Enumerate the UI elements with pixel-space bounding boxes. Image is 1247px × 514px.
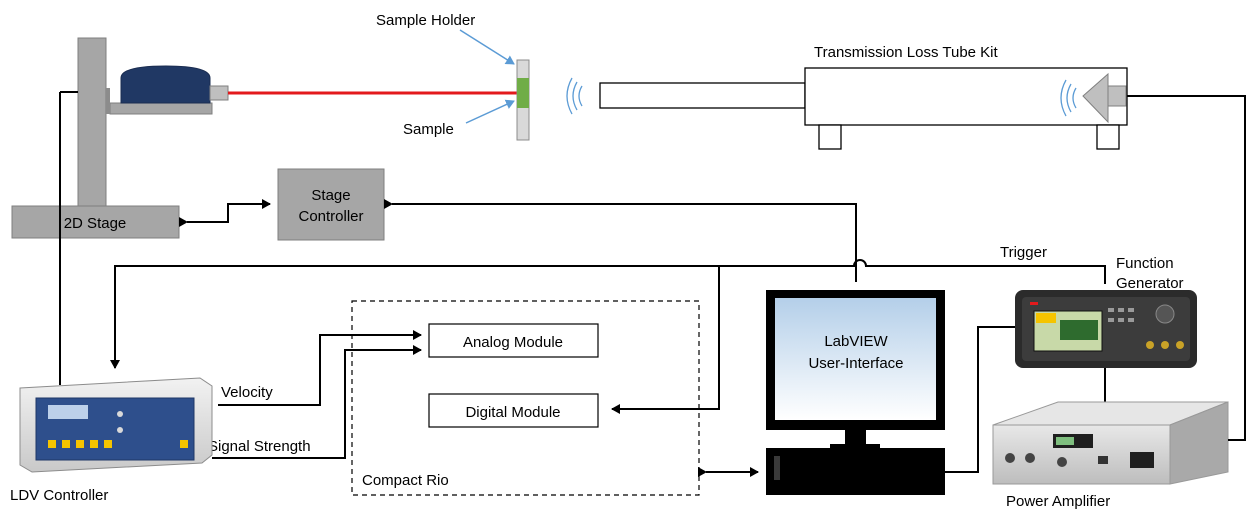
monitor <box>766 290 945 448</box>
function-gen-label-2: Generator <box>1116 275 1184 292</box>
labview-label-2: User-Interface <box>808 355 903 372</box>
link-digital-module <box>611 266 720 414</box>
signal-strength-label: Signal Strength <box>208 438 311 455</box>
compact-rio-label: Compact Rio <box>362 472 449 489</box>
sample <box>517 78 529 108</box>
link-computer-fgen <box>945 326 1016 473</box>
function-generator-device <box>1015 290 1197 368</box>
sample-label: Sample <box>403 121 454 138</box>
ldv-controller-label: LDV Controller <box>10 487 108 504</box>
digital-module-label: Digital Module <box>465 404 560 421</box>
velocity-line <box>218 330 422 406</box>
trigger-label: Trigger <box>1000 244 1047 261</box>
transmission-loss-tube <box>599 67 1128 150</box>
tube-kit-label: Transmission Loss Tube Kit <box>814 44 999 61</box>
velocity-label: Velocity <box>221 384 273 401</box>
function-gen-label-1: Function <box>1116 255 1174 272</box>
ldv-controller-device <box>19 377 213 473</box>
stage-2d-box <box>11 205 180 239</box>
signal-strength-line <box>212 345 422 459</box>
sound-waves-icon <box>1060 79 1077 117</box>
link-amp-speaker <box>1127 95 1246 441</box>
analog-module-box <box>428 323 599 358</box>
stage-2d-label: 2D Stage <box>64 215 127 232</box>
callout-sample-holder <box>459 29 515 65</box>
compact-rio-box <box>351 300 700 496</box>
power-amplifier-label: Power Amplifier <box>1006 493 1110 510</box>
sample-holder <box>516 59 530 141</box>
trigger-line <box>110 259 1106 369</box>
callout-sample <box>465 99 515 124</box>
digital-module-box <box>428 393 599 428</box>
sample-holder-label: Sample Holder <box>376 12 475 29</box>
computer-tower <box>766 448 945 495</box>
sound-waves-icon <box>566 77 583 115</box>
stage-controller-box <box>277 168 385 241</box>
link-stage-controller <box>179 199 271 227</box>
power-amplifier-device <box>992 401 1229 485</box>
ldv-stand <box>77 37 213 207</box>
analog-module-label: Analog Module <box>463 334 563 351</box>
stage-controller-label-1: Stage <box>311 187 350 204</box>
ldv-head <box>120 65 229 104</box>
link-controller-labview <box>384 199 857 282</box>
labview-label-1: LabVIEW <box>824 333 888 350</box>
speaker-icon <box>1082 72 1127 124</box>
stage-controller-label-2: Controller <box>298 208 363 225</box>
